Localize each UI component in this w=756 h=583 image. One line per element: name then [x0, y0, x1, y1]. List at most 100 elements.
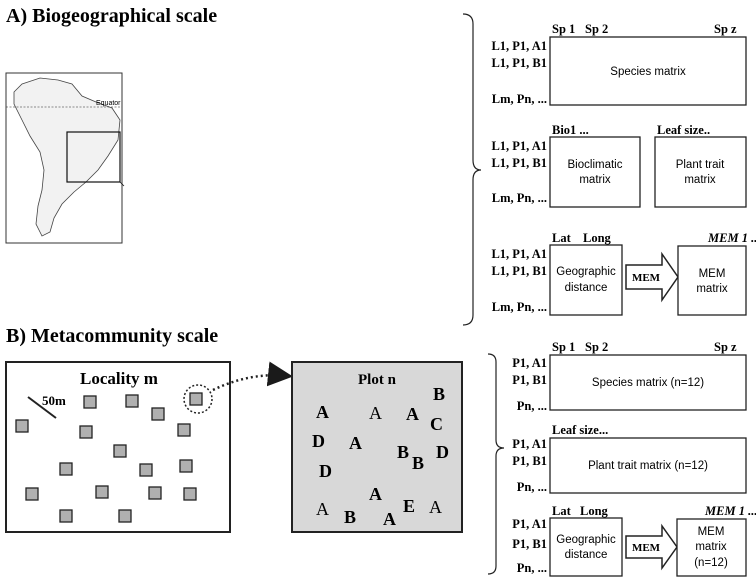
col-label: Leaf size...: [552, 423, 608, 437]
species-letter: A: [349, 433, 362, 453]
subplot-square: [183, 487, 197, 501]
south-america-map: Equator: [5, 72, 125, 244]
section-a-title: A) Biogeographical scale: [6, 5, 217, 27]
species-letter: A: [406, 404, 419, 424]
col-label: MEM 1 ...: [707, 231, 756, 245]
row-label: Lm, Pn, ...: [492, 300, 547, 314]
b-geo-group: Lat Long MEM 1 ... P1, A1 P1, B1 Pn, ...…: [512, 504, 756, 577]
row-label: P1, A1: [512, 437, 547, 451]
col-label: Sp z: [714, 340, 737, 354]
row-label: L1, P1, A1: [491, 247, 547, 261]
a-mem-arrow: [625, 251, 679, 303]
a-species-matrix-box: [549, 36, 747, 106]
brace-b: [487, 353, 505, 575]
species-letter: A: [369, 484, 382, 504]
zoom-arrow: [212, 361, 293, 392]
plot-box: [291, 361, 463, 533]
subplot-square: [59, 509, 73, 523]
study-area-box: [66, 131, 121, 183]
col-label: Sp 2: [585, 340, 608, 354]
species-letter: B: [433, 384, 445, 404]
bioclimatic-matrix-label: Bioclimatic: [568, 159, 623, 171]
scale-label: 50m: [42, 393, 66, 408]
geographic-distance-label: Geographic: [556, 266, 616, 278]
b-plant-trait-matrix-label: Plant trait matrix (n=12): [588, 460, 708, 472]
row-label: L1, P1, A1: [491, 139, 547, 153]
col-label: Sp z: [714, 22, 737, 36]
plant-trait-matrix-label: matrix: [684, 174, 716, 186]
a-geographic-distance-box: [549, 244, 623, 316]
scale-line: [27, 396, 57, 419]
subplot-square: [15, 419, 29, 433]
species-letter: A: [369, 403, 382, 423]
col-label: Sp 2: [585, 22, 608, 36]
subplot-square: [151, 407, 165, 421]
plot-title: Plot n: [358, 372, 397, 388]
row-label: L1, P1, B1: [491, 156, 547, 170]
b-mem-arrow: [625, 523, 678, 571]
col-label: Long: [580, 504, 609, 518]
plant-trait-matrix-label: Plant trait: [676, 159, 725, 171]
brace-a: [462, 13, 482, 326]
col-label: Sp 1: [552, 340, 575, 354]
mem-matrix-label: matrix: [695, 541, 727, 553]
section-b-title: B) Metacommunity scale: [6, 325, 218, 347]
col-label: Leaf size..: [657, 123, 710, 137]
col-label: Long: [583, 231, 612, 245]
mem-matrix-label: (n=12): [694, 557, 728, 569]
b-plant-trait-matrix-box: [549, 437, 747, 494]
species-letter: B: [397, 442, 409, 462]
subplot-square: [118, 509, 132, 523]
subplot-squares: [15, 392, 203, 523]
mem-matrix-label: MEM: [699, 268, 726, 280]
species-letter: D: [436, 442, 449, 462]
subplot-square: [113, 444, 127, 458]
col-label: Sp 1: [552, 22, 575, 36]
a-mem-matrix-box: [677, 245, 747, 316]
species-letter: C: [430, 414, 443, 434]
row-label: P1, A1: [512, 517, 547, 531]
row-label: P1, B1: [512, 537, 547, 551]
b-species-group: Sp 1 Sp 2 Sp z P1, A1 P1, B1 Pn, ... Spe…: [512, 340, 747, 413]
a-environment-group: Bio1 ... Leaf size.. L1, P1, A1 L1, P1, …: [491, 123, 747, 208]
geographic-distance-label: distance: [565, 282, 608, 294]
col-label: Lat: [552, 231, 572, 245]
species-letter: E: [403, 496, 415, 516]
geographic-distance-label: Geographic: [556, 534, 616, 546]
subplot-square: [179, 459, 193, 473]
row-label: Pn, ...: [517, 561, 547, 575]
equator-label: Equator: [96, 100, 121, 107]
row-label: L1, P1, B1: [491, 56, 547, 70]
bioclimatic-matrix-box: [549, 136, 641, 208]
mem-matrix-label: MEM: [698, 526, 725, 538]
locality-title: Locality m: [80, 369, 158, 388]
subplot-square: [79, 425, 93, 439]
col-label: Bio1 ...: [552, 123, 589, 137]
subplot-square: [189, 392, 203, 406]
subplot-square: [59, 462, 73, 476]
subplot-square: [25, 487, 39, 501]
subplot-square: [177, 423, 191, 437]
row-label: L1, P1, A1: [491, 39, 547, 53]
subplot-square: [125, 394, 139, 408]
subplot-square: [95, 485, 109, 499]
species-letter: A: [429, 497, 442, 517]
species-letter: A: [316, 499, 329, 519]
selected-plot-circle: [183, 384, 213, 414]
row-label: P1, A1: [512, 356, 547, 370]
species-letter: D: [319, 461, 332, 481]
b-mem-matrix-box: [676, 518, 747, 577]
species-letter: B: [344, 507, 356, 527]
species-letter: B: [412, 453, 424, 473]
row-label: P1, B1: [512, 454, 547, 468]
a-species-matrix-label: Species matrix: [610, 66, 686, 78]
mem-matrix-label: matrix: [696, 283, 728, 295]
subplot-square: [83, 395, 97, 409]
row-label: L1, P1, B1: [491, 264, 547, 278]
b-trait-group: Leaf size... P1, A1 P1, B1 Pn, ... Plant…: [512, 423, 747, 494]
subplot-square: [139, 463, 153, 477]
a-species-group: Sp 1 Sp 2 Sp z L1, P1, A1 L1, P1, B1 Lm,…: [491, 22, 747, 106]
